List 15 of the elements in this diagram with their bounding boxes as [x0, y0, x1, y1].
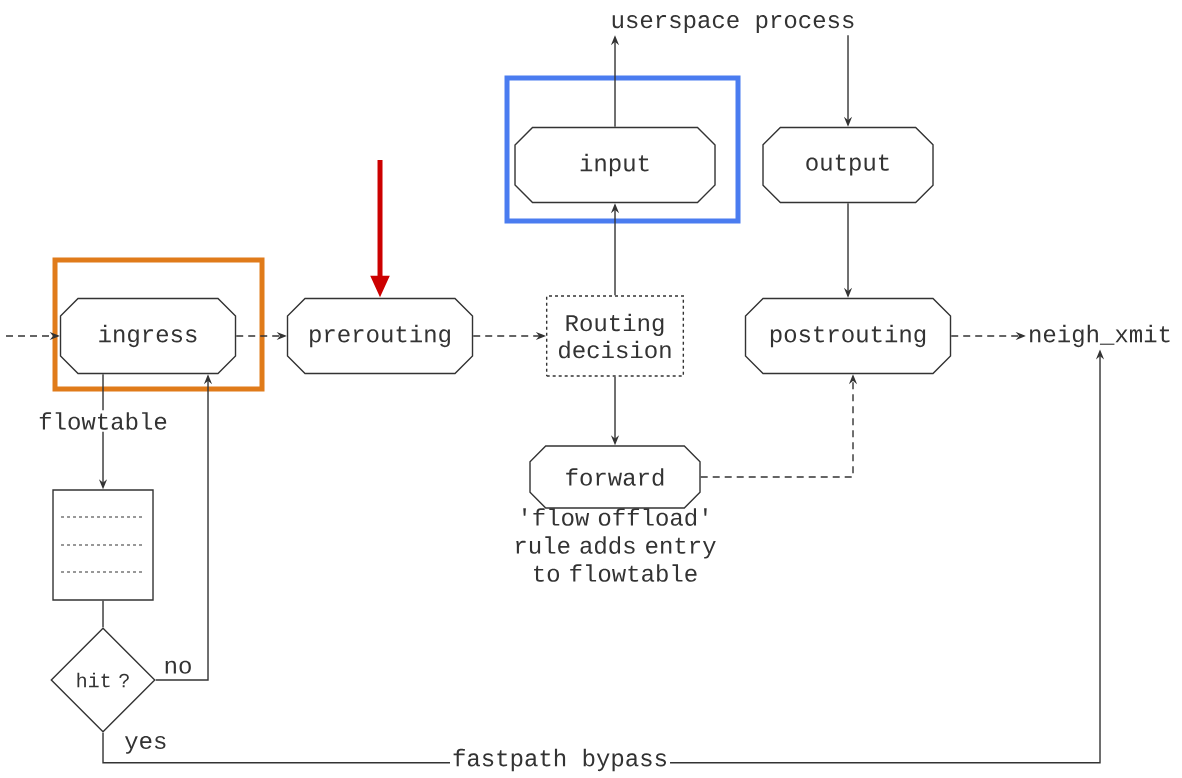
stage-box: postrouting — [744, 297, 952, 375]
node-text: userspace process — [612, 15, 854, 33]
stage-box: ingress — [59, 297, 237, 375]
edge-label: no — [165, 660, 191, 674]
stage-box: input — [514, 126, 716, 204]
decision-box: Routing decision — [545, 295, 685, 377]
stage-box: forward — [529, 445, 701, 509]
stage-box: prerouting — [286, 297, 474, 375]
caption-text: 'flow offload' rule adds entry to flowtable — [516, 508, 716, 582]
table-drawing — [52, 489, 154, 601]
note-text: yes — [125, 735, 166, 754]
stage-box: output — [762, 126, 934, 204]
node-text: neigh_xmit — [1030, 324, 1170, 348]
edge-label: flowtable — [36, 410, 170, 432]
edge-label: fastpath bypass — [450, 746, 671, 774]
